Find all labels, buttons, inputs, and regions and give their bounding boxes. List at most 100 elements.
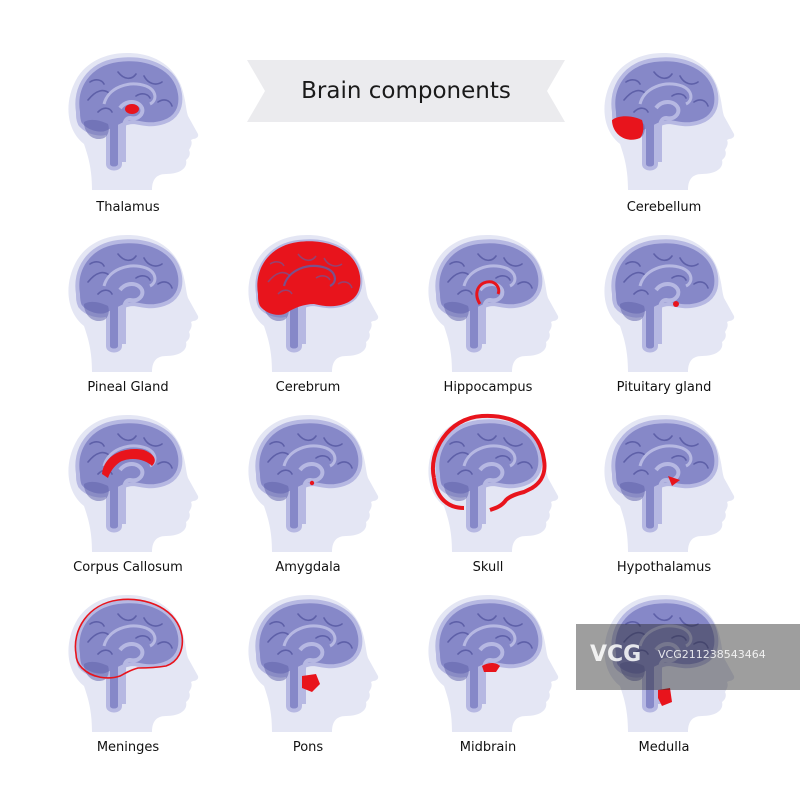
brain-stem-line	[478, 462, 505, 524]
component-label: Midbrain	[459, 740, 517, 755]
component-cerebellum: Cerebellum	[574, 38, 754, 218]
component-pituitary-gland: Pituitary gland	[574, 220, 754, 400]
component-label: Skull	[472, 560, 504, 575]
brain-stem-line	[118, 282, 145, 344]
brain-folds	[623, 433, 709, 475]
head-diagram	[604, 415, 735, 552]
component-meninges: Meninges	[38, 580, 218, 760]
brain-stem-line	[478, 282, 505, 344]
brain-folds	[87, 253, 173, 295]
brain-folds	[623, 613, 709, 655]
component-amygdala: Amygdala	[218, 400, 398, 580]
component-label: Thalamus	[96, 200, 160, 215]
cerebellum-shape	[84, 119, 109, 140]
component-highlight	[612, 116, 644, 140]
component-medulla: Medulla	[574, 580, 754, 760]
head-diagram	[68, 415, 199, 552]
cerebellum-shape	[444, 661, 469, 682]
brain-stem-line	[478, 642, 505, 704]
component-highlight	[668, 476, 680, 486]
cerebellum-shape	[620, 661, 645, 682]
title-banner: Brain components	[247, 60, 565, 122]
brain-inner-line	[638, 624, 693, 648]
component-label: Pons	[292, 740, 324, 755]
cerebellum-shape	[620, 301, 645, 322]
brain-folds	[447, 253, 533, 295]
cerebellum-shape	[620, 481, 645, 502]
watermark-code: VCG211238543464	[658, 648, 766, 661]
component-label: Corpus Callosum	[73, 560, 183, 575]
component-highlight	[482, 663, 500, 672]
component-label: Pineal Gland	[87, 380, 169, 395]
component-label: Meninges	[96, 740, 160, 755]
component-highlight	[302, 674, 320, 692]
component-skull: Skull	[398, 400, 578, 580]
brain-folds	[87, 433, 173, 475]
brain-folds	[267, 613, 353, 655]
cerebellum-shape	[444, 301, 469, 322]
component-label: Amygdala	[275, 560, 341, 575]
component-hippocampus: Hippocampus	[398, 220, 578, 400]
brain-inner-line	[462, 444, 517, 468]
head-diagram	[428, 413, 559, 552]
brain-stem-line	[118, 462, 145, 524]
brain-inner-line	[102, 264, 157, 288]
component-highlight	[102, 449, 155, 478]
head-diagram	[604, 53, 735, 191]
brain-folds	[447, 613, 533, 655]
head-diagram	[68, 595, 199, 732]
watermark: VCG VCG211238543464	[576, 624, 800, 690]
component-pineal-gland: Pineal Gland	[38, 220, 218, 400]
brain-inner-line	[462, 264, 517, 288]
brain-stem-line	[118, 642, 145, 704]
brain-stem-line	[298, 462, 325, 524]
watermark-logo: VCG	[590, 642, 642, 667]
component-highlight	[309, 480, 315, 486]
cerebellum-shape	[84, 301, 109, 322]
head-diagram	[68, 235, 199, 372]
brain-stem-line	[654, 282, 681, 344]
component-highlight	[673, 301, 679, 307]
brain-inner-line	[638, 444, 693, 468]
component-label: Pituitary gland	[616, 380, 712, 395]
brain-folds	[623, 253, 709, 295]
cerebellum-shape	[84, 481, 109, 502]
component-midbrain: Midbrain	[398, 580, 578, 760]
brain-inner-line	[102, 82, 157, 106]
component-hypothalamus: Hypothalamus	[574, 400, 754, 580]
page-title: Brain components	[301, 78, 511, 104]
cerebellum-shape	[264, 661, 289, 682]
brain-inner-line	[462, 624, 517, 648]
component-label: Hippocampus	[443, 380, 533, 395]
brain-inner-line	[638, 82, 693, 106]
head-diagram	[248, 235, 379, 372]
brain-folds	[447, 433, 533, 475]
component-label: Medulla	[638, 740, 690, 755]
component-label: Hypothalamus	[616, 560, 712, 575]
cerebellum-shape	[84, 661, 109, 682]
cerebellum-shape	[444, 481, 469, 502]
component-highlight	[431, 413, 547, 512]
cerebellum-shape	[264, 481, 289, 502]
brain-folds	[87, 71, 173, 113]
component-highlight	[475, 280, 501, 305]
component-pons: Pons	[218, 580, 398, 760]
brain-inner-line	[282, 444, 337, 468]
brain-folds	[623, 71, 709, 113]
brain-inner-line	[638, 264, 693, 288]
component-highlight	[74, 598, 184, 679]
brain-stem-line	[654, 100, 681, 162]
head-diagram	[604, 235, 735, 372]
component-corpus-callosum: Corpus Callosum	[38, 400, 218, 580]
component-label: Cerebrum	[275, 380, 341, 395]
head-diagram	[68, 53, 199, 191]
component-highlight	[257, 241, 361, 315]
head-diagram	[428, 235, 559, 372]
brain-inner-line	[102, 624, 157, 648]
brain-inner-line	[282, 624, 337, 648]
brain-folds	[87, 613, 173, 655]
head-diagram	[248, 595, 379, 732]
component-highlight	[125, 104, 139, 114]
component-thalamus: Thalamus	[38, 38, 218, 218]
head-diagram	[428, 595, 559, 732]
